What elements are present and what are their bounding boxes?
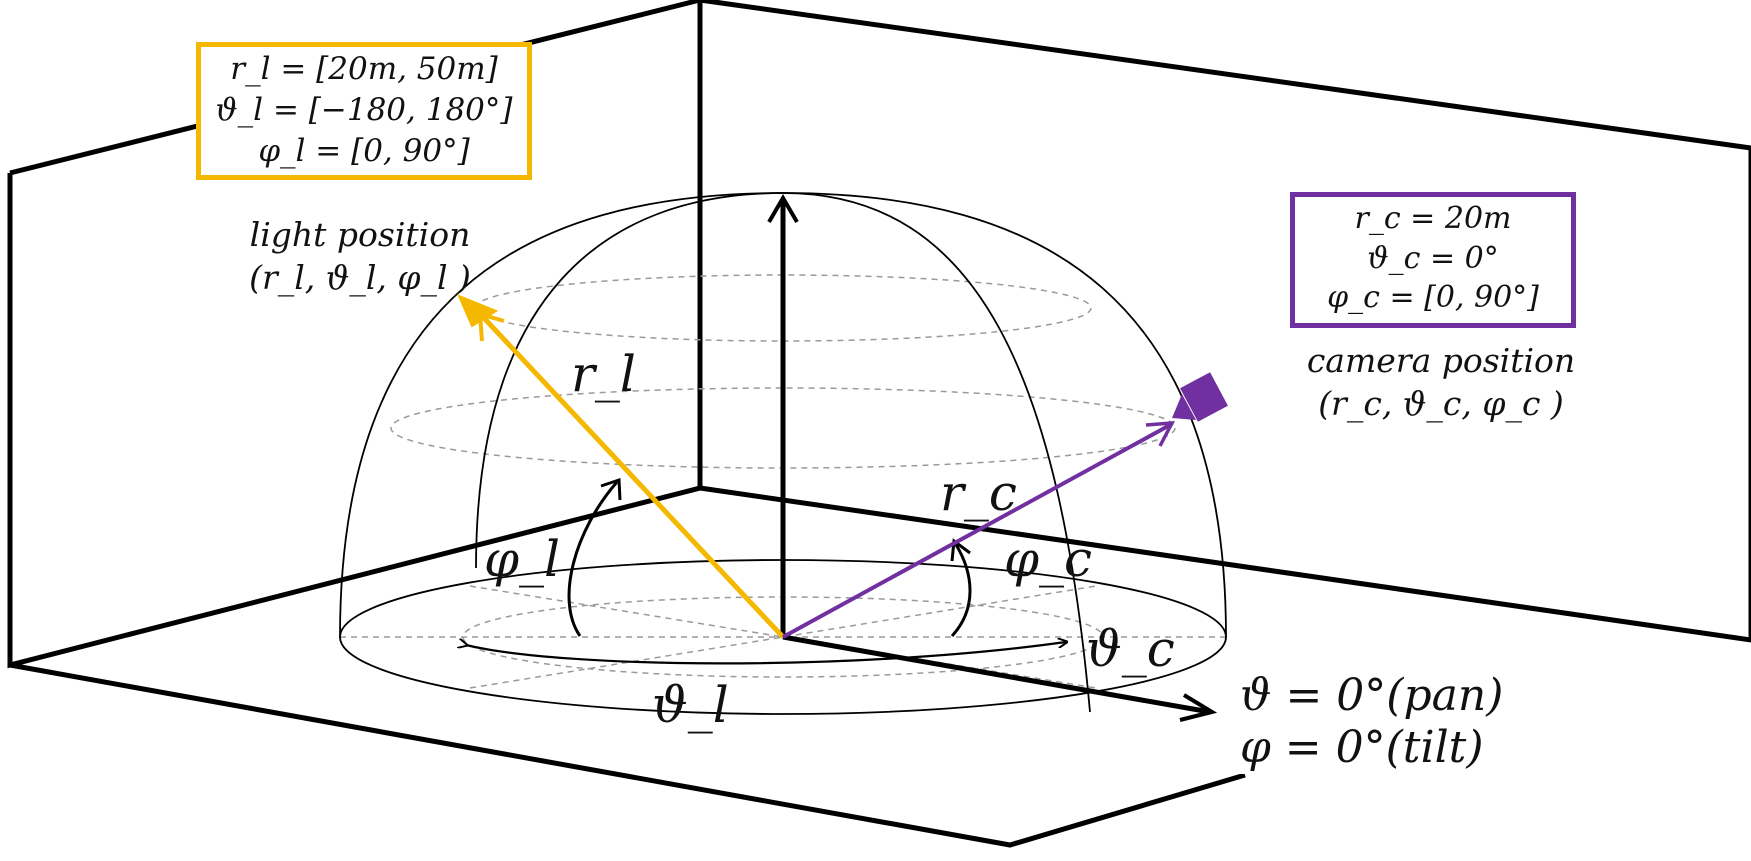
inner-meridian-right xyxy=(782,192,1091,713)
camera-elevation-arrow xyxy=(950,542,972,638)
r-l-label: r_l xyxy=(571,345,636,403)
camera-elevation-arrowhead xyxy=(950,538,971,562)
light-source-icon xyxy=(457,294,499,328)
camera-value-r: r_c = 20m xyxy=(1354,201,1512,236)
camera-caption-coords: (r_c, ϑ_c, φ_c ) xyxy=(1318,383,1564,423)
tilt-zero-label: φ = 0°(tilt) xyxy=(1240,721,1510,774)
pan-axis-arrowhead xyxy=(1179,693,1218,722)
camera-vector xyxy=(782,372,1228,639)
base-diagonal-dashed-1 xyxy=(469,585,1097,689)
pan-arc xyxy=(466,642,1066,665)
base-diagonal-dashed-2 xyxy=(469,585,1097,689)
light-caption-coords: (r_l, ϑ_l, φ_l ) xyxy=(249,257,471,297)
pan-zero-label: ϑ = 0°(pan) xyxy=(1240,670,1510,722)
phi-l-label: φ_l xyxy=(484,530,561,588)
zero-reference-label: ϑ = 0°(pan) φ = 0°(tilt) xyxy=(1240,670,1510,774)
pan-axis xyxy=(782,634,1211,715)
elevation-arrows xyxy=(567,477,972,638)
camera-position-caption: camera position (r_c, ϑ_c, φ_c ) xyxy=(1307,340,1575,426)
camera-caption-title: camera position xyxy=(1306,341,1576,380)
camera-radius-arrowhead xyxy=(1145,421,1176,447)
inner-meridian-left xyxy=(475,192,784,569)
r-c-label: r_c xyxy=(940,464,1017,522)
camera-icon xyxy=(1172,372,1228,422)
theta-l-label: ϑ_l xyxy=(652,676,729,734)
light-range-phi: φ_l = [0, 90°] xyxy=(258,132,470,169)
light-elevation-arrow xyxy=(567,481,619,637)
camera-value-theta: ϑ_c = 0° xyxy=(1367,240,1499,276)
camera-radius-line xyxy=(782,423,1171,639)
light-vector xyxy=(457,294,785,639)
floor-front-edge xyxy=(9,662,1246,848)
light-position-caption: light position (r_l, ϑ_l, φ_l ) xyxy=(249,214,471,300)
light-caption-title: light position xyxy=(249,215,471,254)
camera-range-phi: φ_c = [0, 90°] xyxy=(1327,280,1539,316)
camera-parameter-box: r_c = 20m ϑ_c = 0° φ_c = [0, 90°] xyxy=(1290,192,1576,328)
light-range-r: r_l = [20m, 50m] xyxy=(230,51,498,87)
vertical-axis-arrowhead xyxy=(767,194,799,224)
back-wall xyxy=(699,0,1751,643)
light-radius-line xyxy=(482,316,785,639)
axes xyxy=(767,194,1218,722)
light-elevation-arrowhead xyxy=(600,477,622,501)
light-range-theta: ϑ_l = [−180, 180°] xyxy=(215,91,513,128)
hemisphere xyxy=(339,192,1227,715)
light-parameter-box: r_l = [20m, 50m] ϑ_l = [−180, 180°] φ_l … xyxy=(196,42,532,180)
theta-c-label: ϑ_c xyxy=(1086,620,1175,678)
phi-c-label: φ_c xyxy=(1004,530,1093,588)
